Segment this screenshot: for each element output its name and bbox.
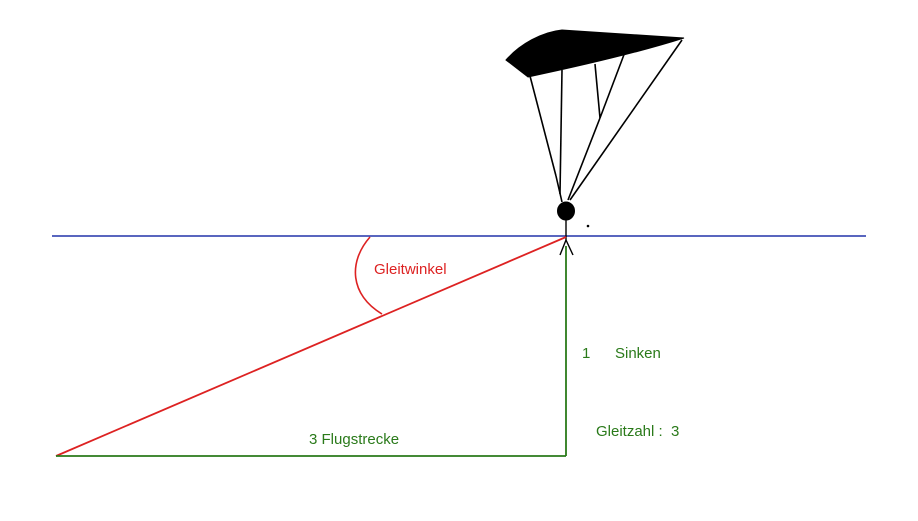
speck (586, 224, 590, 228)
paraglider-lines (529, 39, 683, 203)
pilot-legs (559, 220, 574, 256)
sink-label: Sinken (615, 345, 661, 362)
glide-angle-label: Gleitwinkel (374, 261, 447, 278)
sink-value-label: 1 (582, 345, 591, 362)
paraglider-icon (505, 29, 685, 256)
pilot-head (557, 201, 575, 221)
glide-ratio-label: Gleitzahl : 3 (596, 423, 680, 440)
distance-label: 3 Flugstrecke (309, 431, 400, 448)
paraglider-wing (505, 29, 685, 78)
glide-path-line (55, 236, 567, 457)
glide-angle-arc (354, 236, 383, 315)
